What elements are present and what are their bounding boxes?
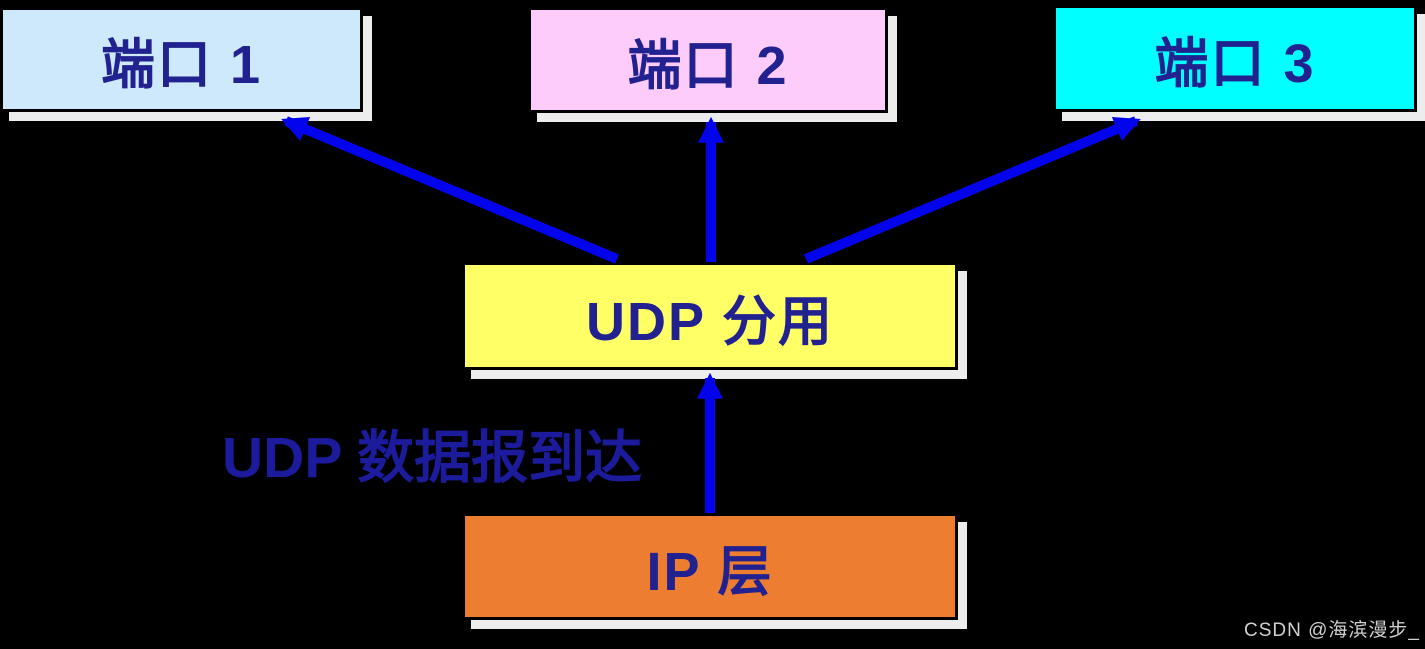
annotation-udp-datagram-arrives: UDP 数据报到达 (222, 426, 643, 490)
node-port-1: 端口 1 (0, 7, 363, 112)
arrow-udp-to-port3-icon (804, 116, 1141, 264)
node-port-2: 端口 2 (528, 7, 888, 113)
watermark-csdn: CSDN @海滨漫步_ (1244, 620, 1420, 641)
node-udp-demux: UDP 分用 (462, 262, 958, 370)
arrow-udp-to-port1-icon (281, 116, 619, 264)
node-ip-layer: IP 层 (462, 513, 958, 620)
node-port-3: 端口 3 (1053, 5, 1417, 112)
